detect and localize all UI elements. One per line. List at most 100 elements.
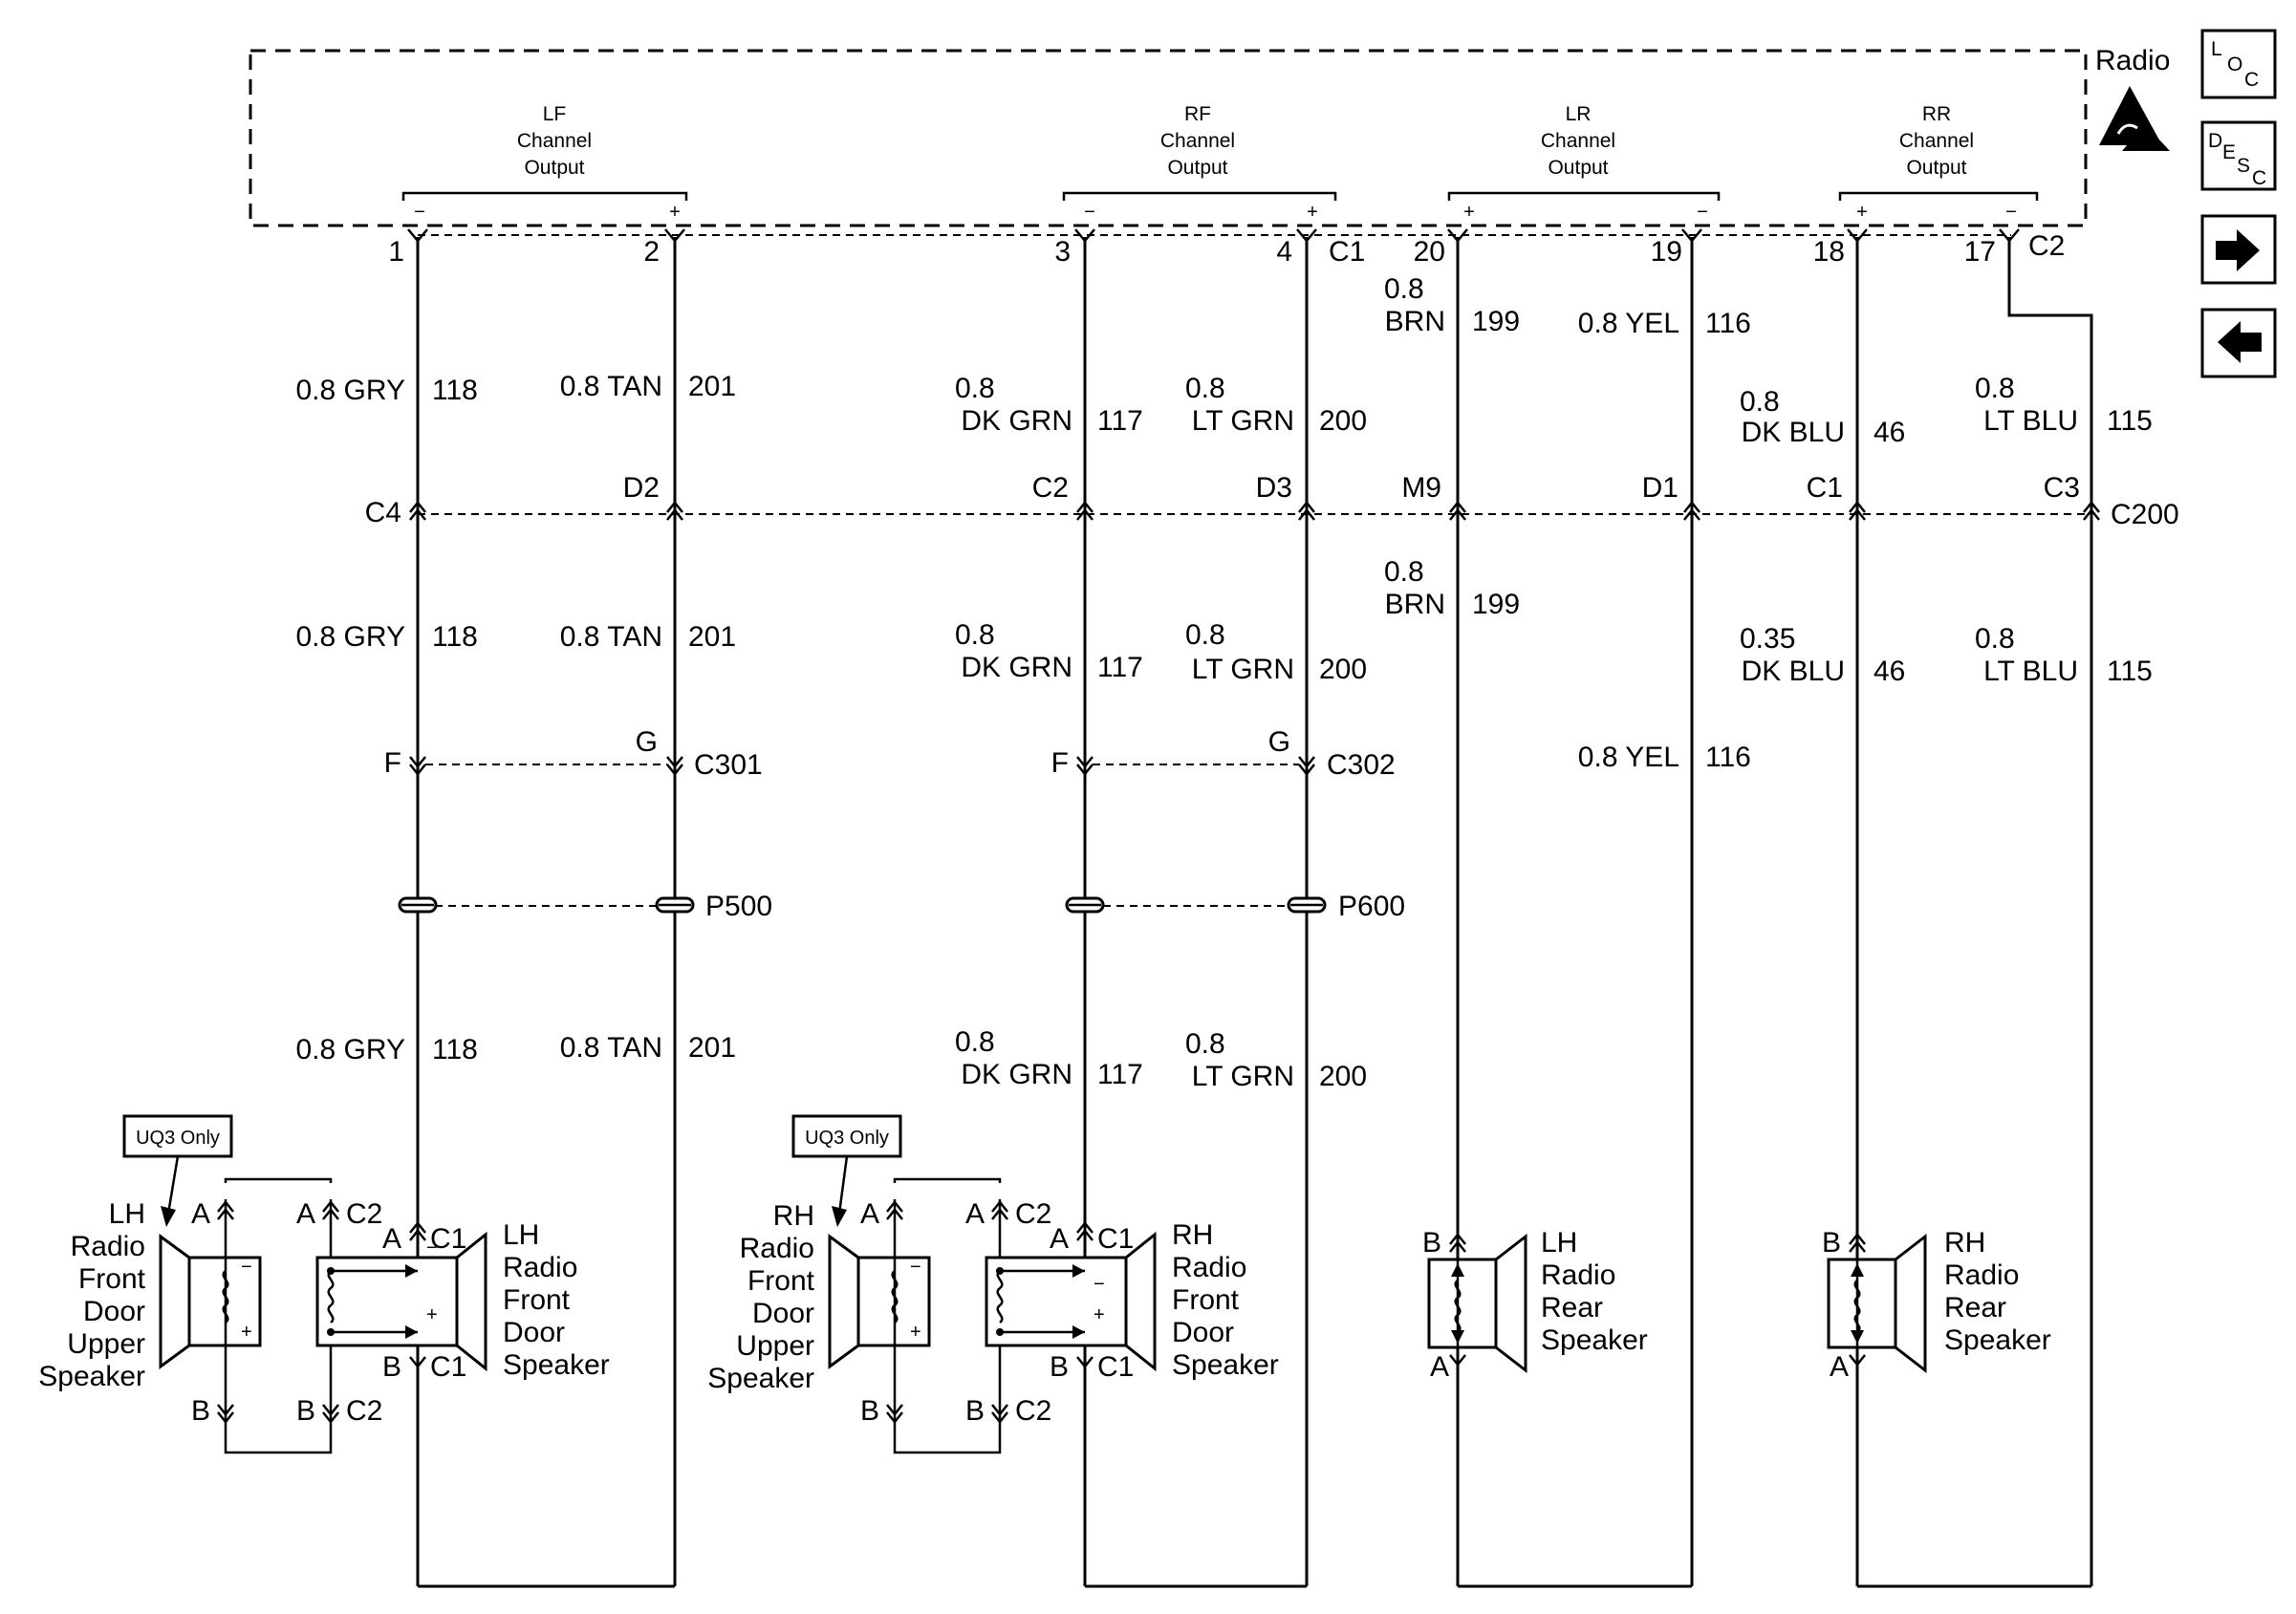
pin-2: 2 <box>643 236 660 268</box>
lh-rear-speaker-cone-icon <box>1494 1233 1527 1374</box>
channel-rr-line1: RR <box>1922 103 1951 125</box>
lh-door-label-3: Front <box>503 1284 571 1316</box>
rh-door-label-3: Front <box>1172 1284 1240 1316</box>
middle-yel-color: 0.8 YEL <box>1578 742 1679 773</box>
pin-1: 1 <box>388 236 404 268</box>
lh-door-minus: − <box>426 1237 438 1259</box>
rh-upper-label-6: Speaker <box>707 1363 814 1394</box>
inline-connector-c200: C4 D2 C2 D3 M9 D1 C1 C3 C200 <box>365 472 2179 530</box>
loc-letter-c: C <box>2244 69 2259 91</box>
lh-upper-coil-icon <box>222 1270 229 1323</box>
pin-17-minus: − <box>2005 202 2017 223</box>
pin-17: 17 <box>1964 236 1996 268</box>
desc-letter-c: C <box>2252 167 2266 189</box>
channel-lr-line3: Output <box>1548 157 1608 179</box>
lh-upper-label-4: Door <box>83 1296 145 1327</box>
rh-rear-label-1: RH <box>1944 1227 1985 1259</box>
desc-letter-e: E <box>2222 141 2236 163</box>
rh-upper-c2-top: C2 <box>1015 1198 1051 1230</box>
rh-upper-label-2: Radio <box>740 1233 814 1264</box>
pass-through-p500: P500 <box>398 891 772 922</box>
lower-tan-circuit: 201 <box>688 1032 736 1064</box>
channel-lr-line1: LR <box>1566 103 1592 125</box>
middle-ltgrn-color: LT GRN <box>1192 654 1294 685</box>
desc-button[interactable]: D E S C <box>2200 120 2277 191</box>
rh-rear-label-3: Rear <box>1944 1292 2006 1323</box>
lh-door-coil-icon <box>327 1270 335 1323</box>
lh-upper-c2-bottom: C2 <box>346 1395 382 1427</box>
channel-lf-line3: Output <box>524 157 584 179</box>
c200-pin-c4: C4 <box>365 497 401 528</box>
radio-module: Radio LF Channel Output − + RF Channel O… <box>249 45 2170 268</box>
lh-rear-speaker-label: LH Radio Rear Speaker <box>1541 1227 1648 1356</box>
loc-button[interactable]: L O C <box>2200 29 2277 99</box>
lh-door-plus: + <box>426 1304 438 1325</box>
p500-label: P500 <box>705 891 772 922</box>
previous-page-button[interactable] <box>2200 308 2277 378</box>
radio-module-outline <box>249 49 2088 227</box>
lh-upper-pin-a: A <box>191 1198 210 1230</box>
channel-rr-line2: Channel <box>1899 130 1974 152</box>
channel-rr: RR Channel Output + − <box>1838 103 2039 223</box>
c302-pin-f: F <box>1051 747 1069 779</box>
upper-dkgrn-circuit: 117 <box>1097 405 1143 437</box>
upper-ltgrn-circuit: 200 <box>1319 405 1367 437</box>
rh-door-coil-icon <box>996 1270 1004 1323</box>
lh-rear-speaker: B A LH Radio Rear Speaker <box>1422 1227 1648 1383</box>
middle-gry-circuit: 118 <box>432 621 478 653</box>
rh-upper-speaker-cone-icon <box>828 1234 860 1369</box>
lower-dkgrn-color: DK GRN <box>961 1059 1072 1090</box>
rh-door-minus: − <box>1094 1274 1105 1295</box>
rh-upper-label-4: Door <box>752 1298 814 1329</box>
middle-ltgrn-circuit: 200 <box>1319 654 1367 685</box>
lh-door-pin-a: A <box>382 1223 401 1255</box>
next-page-button[interactable] <box>2200 214 2277 285</box>
channel-lf-bracket <box>401 191 688 201</box>
pass-through-p600: P600 <box>1065 891 1405 922</box>
upper-ltblu-gauge: 0.8 <box>1975 373 2015 404</box>
lh-upper-label-6: Speaker <box>38 1361 145 1392</box>
middle-ltblu-circuit: 115 <box>2107 656 2153 687</box>
middle-brn-gauge: 0.8 <box>1384 556 1424 588</box>
lh-rear-label-3: Rear <box>1541 1292 1603 1323</box>
c200-pin-d2: D2 <box>623 472 660 504</box>
uq3-note-rh: UQ3 Only <box>805 1128 889 1149</box>
channel-rf-bracket <box>1062 191 1337 201</box>
lh-door-speaker-label: LH Radio Front Door Speaker <box>503 1219 610 1381</box>
rh-door-pin-b: B <box>1050 1351 1069 1383</box>
rh-door-speaker-label: RH Radio Front Door Speaker <box>1172 1219 1279 1381</box>
lh-rear-coil-icon <box>1454 1280 1462 1333</box>
lower-ltgrn-circuit: 200 <box>1319 1061 1367 1092</box>
middle-gry-color: 0.8 GRY <box>295 621 405 653</box>
wire-labels-middle: 0.8 GRY 118 0.8 TAN 201 0.8 DK GRN 117 0… <box>295 556 2152 773</box>
lh-upper-pin-b: B <box>191 1395 210 1427</box>
c301-label: C301 <box>694 749 763 781</box>
rh-rear-coil-icon <box>1853 1280 1861 1333</box>
lh-rear-label-4: Speaker <box>1541 1324 1648 1356</box>
lh-upper-minus: − <box>241 1257 252 1278</box>
upper-ltgrn-gauge: 0.8 <box>1185 373 1225 404</box>
middle-dkblu-gauge: 0.35 <box>1740 623 1795 655</box>
rh-upper-label-3: Front <box>747 1265 815 1297</box>
upper-dkgrn-color: DK GRN <box>961 405 1072 437</box>
upper-ltblu-circuit: 115 <box>2107 405 2153 437</box>
upper-dkgrn-gauge: 0.8 <box>955 373 995 404</box>
pin-18-plus: + <box>1856 202 1868 223</box>
wire-labels-upper: 0.8 GRY 118 0.8 TAN 201 0.8 DK GRN 117 0… <box>295 273 2152 448</box>
module-pin-terminals <box>407 228 2020 243</box>
lh-door-c1-top: C1 <box>430 1223 466 1255</box>
rh-door-c1-top: C1 <box>1097 1223 1134 1255</box>
upper-dkblu-gauge: 0.8 <box>1740 386 1780 418</box>
arrow-right-icon <box>2216 229 2260 271</box>
rh-upper-pin-a: A <box>860 1198 879 1230</box>
rh-upper-c2-pin-b: B <box>965 1395 985 1427</box>
channel-lf-line1: LF <box>543 103 567 125</box>
lower-gry-circuit: 118 <box>432 1034 478 1065</box>
upper-yel-color: 0.8 YEL <box>1578 308 1679 339</box>
upper-tan-circuit: 201 <box>688 371 736 402</box>
upper-tan-color: 0.8 TAN <box>560 371 662 402</box>
pin-2-plus: + <box>669 202 681 223</box>
c301-pin-g: G <box>636 726 658 758</box>
pin-19-minus: − <box>1697 202 1708 223</box>
